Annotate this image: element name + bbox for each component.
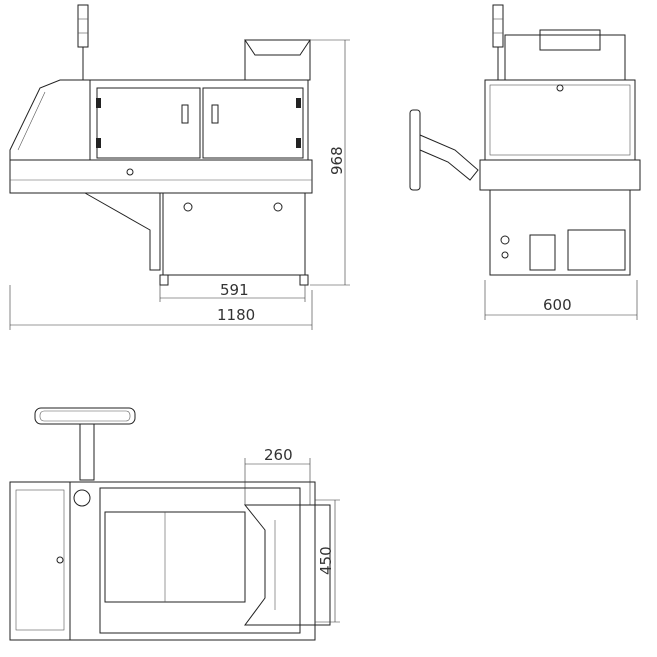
table-frame [9, 159, 313, 194]
lower-cabinet [162, 192, 306, 276]
feeder-hopper [243, 504, 331, 626]
upper-cabinet [89, 79, 309, 161]
air-regulator [529, 234, 556, 271]
dimension-260: 260 [264, 446, 293, 464]
control-panel [567, 229, 626, 271]
hopper [244, 39, 311, 81]
inner-bin [104, 511, 246, 603]
side-view: 600 [409, 4, 641, 320]
dimension-450: 450 [317, 546, 335, 575]
dimension-591: 591 [220, 281, 249, 299]
feed-mechanism [504, 34, 626, 81]
right-door [202, 87, 304, 159]
signal-light-tower [77, 4, 89, 48]
upper-housing [484, 79, 636, 161]
top-body [69, 481, 316, 641]
signal-light-tower [492, 4, 504, 48]
left-door [96, 87, 201, 159]
dimension-600: 600 [543, 296, 572, 314]
side-lower-cabinet [489, 189, 631, 276]
tray-plate [409, 109, 421, 191]
door-handle [211, 104, 219, 124]
dimension-height: 968 [328, 146, 346, 175]
chute [83, 192, 161, 271]
top-view: 260 450 [9, 407, 340, 641]
front-view: 968 591 1180 [9, 4, 350, 330]
side-table-frame [479, 159, 641, 191]
rotary-tray [34, 407, 136, 425]
door-handle [181, 104, 189, 124]
dimension-1180: 1180 [217, 306, 255, 324]
tray-post [79, 423, 95, 481]
top-cabinet [9, 481, 71, 641]
slanted-housing [9, 79, 91, 161]
support-arm [419, 134, 479, 181]
